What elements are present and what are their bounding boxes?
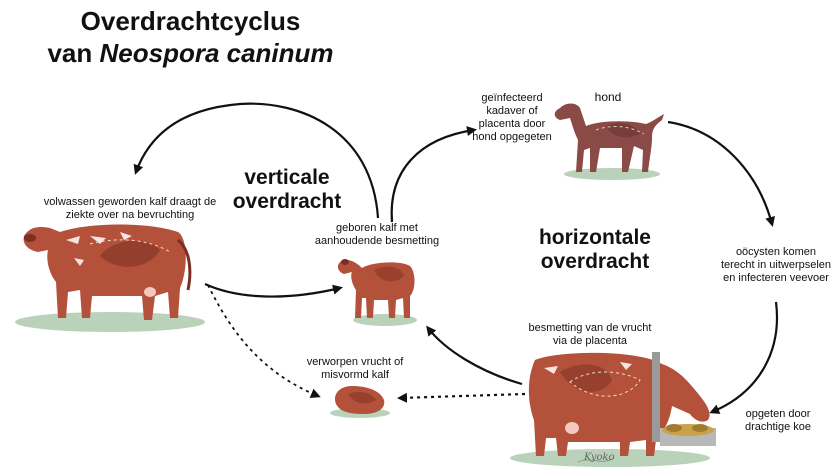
artist-signature: Kyoko [584, 452, 615, 463]
aborted-fetus-illustration [335, 386, 384, 414]
arrow-pregnant-to-calf [428, 328, 522, 384]
label-fetus-infection: besmetting van de vrucht via de placenta [520, 322, 660, 348]
arrow-calf-to-dog [392, 130, 474, 222]
label-eaten: opgeten door drachtige koe [736, 408, 820, 434]
vertical-transmission-label: verticale overdracht [222, 166, 352, 213]
label-adult-calf: volwassen geworden kalf draagt de ziekte… [30, 196, 230, 222]
dog-illustration [555, 104, 664, 173]
horizontal-transmission-label: horizontale overdracht [520, 226, 670, 273]
arrow-oocysts-to-pregnant [712, 302, 777, 412]
arrow-pregnant-to-aborted [400, 394, 525, 398]
species-name: Neospora caninum [99, 38, 333, 68]
label-born-calf: geboren kalf met aanhoudende besmetting [302, 222, 452, 248]
adult-cow-illustration [24, 225, 190, 321]
label-oocysts: oöcysten komen terecht in uitwerpselen e… [720, 246, 832, 285]
calf-illustration [338, 259, 415, 318]
label-aborted: verworpen vrucht of misvormd kalf [290, 356, 420, 382]
label-dog: hond [588, 90, 628, 104]
label-carcass: geïnfecteerd kadaver of placenta door ho… [470, 92, 554, 144]
diagram-title: Overdrachtcyclus van Neospora caninum [18, 6, 363, 69]
arrow-dog-to-oocysts [668, 122, 772, 224]
pregnant-cow-illustration [529, 352, 716, 456]
arrow-adult-to-calf [205, 284, 340, 297]
